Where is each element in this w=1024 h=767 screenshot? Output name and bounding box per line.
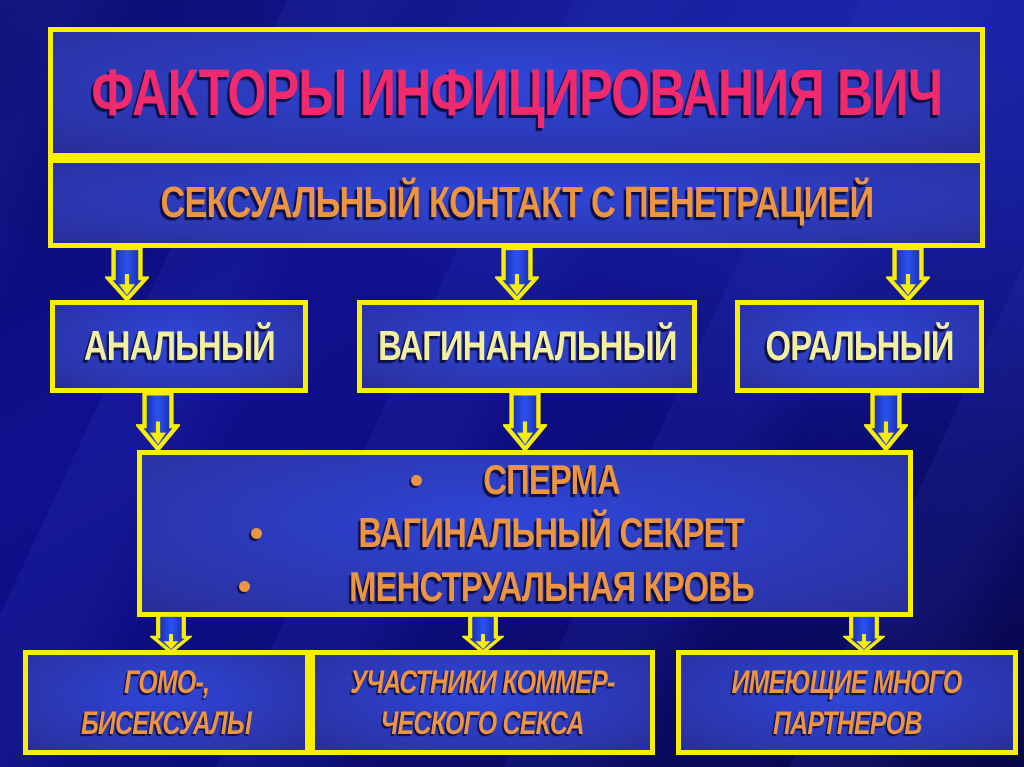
- fluid-label: СПЕРМА: [483, 456, 621, 504]
- subtitle-box: СЕКСУАЛЬНЫЙ КОНТАКТ С ПЕНЕТРАЦИЕЙ: [48, 158, 985, 248]
- type-box-vaginal: ВАГИНАНАЛЬНЫЙ: [357, 300, 697, 393]
- list-item: СПЕРМА: [410, 456, 639, 504]
- list-item: ВАГИНАЛЬНЫЙ СЕКРЕТ: [251, 511, 798, 555]
- down-arrow-icon: [105, 246, 149, 302]
- bullet-icon: [238, 581, 250, 593]
- bullet-icon: [251, 528, 263, 539]
- down-arrow-icon: [462, 614, 504, 654]
- down-arrow-icon: [503, 391, 547, 452]
- type-label: ВАГИНАНАЛЬНЫЙ: [377, 322, 677, 370]
- type-box-anal: АНАЛЬНЫЙ: [50, 300, 308, 393]
- slide-title: ФАКТОРЫ ИНФИЦИРОВАНИЯ ВИЧ: [91, 54, 943, 129]
- group-label-line: ИМЕЮЩИЕ МНОГО: [731, 663, 963, 700]
- down-arrow-icon: [843, 614, 885, 654]
- type-label: АНАЛЬНЫЙ: [83, 322, 276, 370]
- fluid-label: МЕНСТРУАЛЬНАЯ КРОВЬ: [349, 562, 755, 610]
- type-box-oral: ОРАЛЬНЫЙ: [735, 300, 984, 393]
- group-label-line: БИСЕКСУАЛЫ: [81, 704, 252, 741]
- fluids-box: СПЕРМА ВАГИНАЛЬНЫЙ СЕКРЕТ МЕНСТРУАЛЬНАЯ …: [137, 450, 913, 617]
- down-arrow-icon: [150, 614, 192, 654]
- list-item: МЕНСТРУАЛЬНАЯ КРОВЬ: [238, 562, 811, 610]
- group-label-line: ГОМО-,: [123, 663, 210, 700]
- type-label: ОРАЛЬНЫЙ: [765, 322, 954, 370]
- bullet-icon: [410, 474, 422, 486]
- subtitle-text: СЕКСУАЛЬНЫЙ КОНТАКТ С ПЕНЕТРАЦИЕЙ: [160, 177, 874, 227]
- group-label-line: УЧАСТНИКИ КОММЕР-: [350, 663, 615, 700]
- down-arrow-icon: [495, 246, 539, 302]
- group-label-line: ПАРТНЕРОВ: [772, 704, 922, 741]
- title-box: ФАКТОРЫ ИНФИЦИРОВАНИЯ ВИЧ: [48, 27, 985, 158]
- fluid-label: ВАГИНАЛЬНЫЙ СЕКРЕТ: [358, 509, 745, 557]
- down-arrow-icon: [136, 391, 180, 452]
- down-arrow-icon: [864, 391, 908, 452]
- group-box-commercial-sex: УЧАСТНИКИ КОММЕР- ЧЕСКОГО СЕКСА: [310, 650, 655, 755]
- group-box-many-partners: ИМЕЮЩИЕ МНОГО ПАРТНЕРОВ: [676, 650, 1018, 755]
- group-label-line: ЧЕСКОГО СЕКСА: [380, 704, 585, 741]
- group-box-homo-bisexuals: ГОМО-, БИСЕКСУАЛЫ: [23, 650, 310, 755]
- down-arrow-icon: [886, 246, 930, 302]
